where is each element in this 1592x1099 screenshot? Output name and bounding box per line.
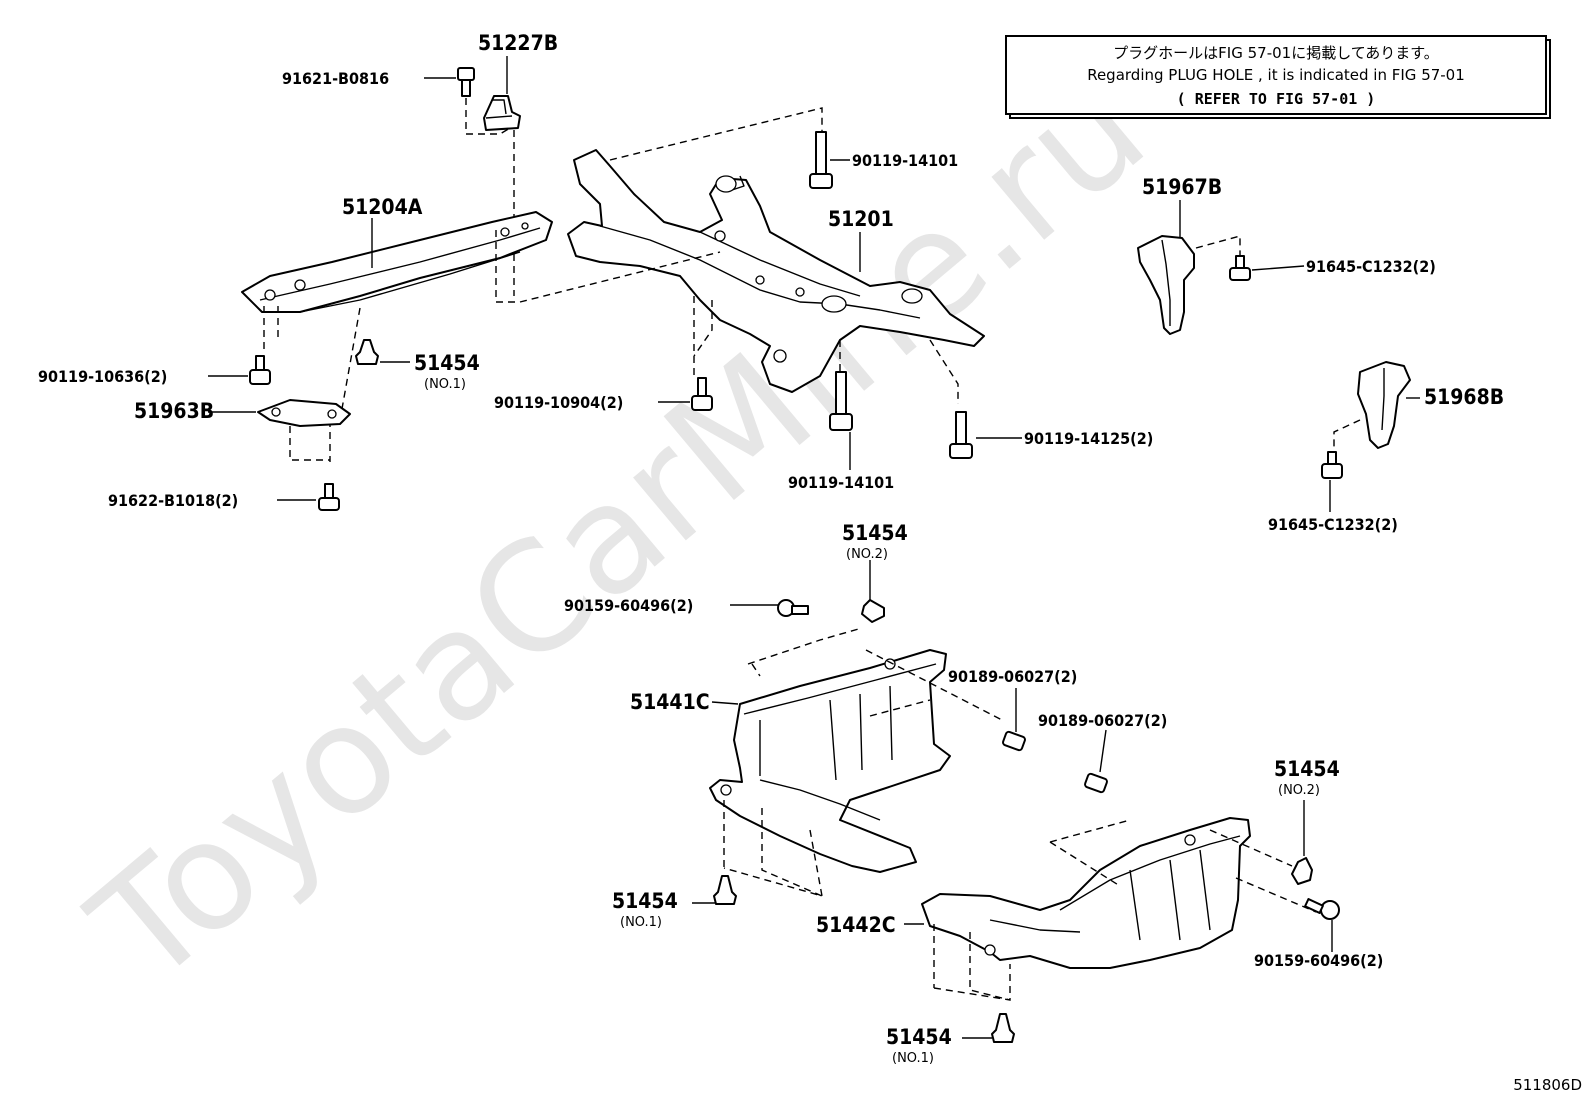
- note-line-2: Regarding PLUG HOLE , it is indicated in…: [1087, 66, 1465, 84]
- label-51454-no2-a: 51454: [842, 521, 908, 545]
- bolt-90159-60496-b: [1304, 897, 1340, 920]
- bolt-90159-60496-a: [777, 599, 809, 617]
- clip-51454-no1-mid: [713, 875, 737, 905]
- part-51441C-cover: [709, 649, 951, 873]
- part-51963B-plate: [257, 399, 351, 427]
- part-51968B-bracket: [1357, 361, 1411, 449]
- bolt-91622-B1018: [318, 483, 340, 511]
- label-90119-10904: 90119-10904(2): [494, 393, 623, 412]
- label-51454-no2-a-sub: (NO.2): [846, 547, 888, 562]
- label-51454-no1-top: 51454: [414, 351, 480, 375]
- label-51201: 51201: [828, 207, 894, 231]
- label-51968B: 51968B: [1424, 385, 1504, 409]
- label-90119-14125: 90119-14125(2): [1024, 429, 1153, 448]
- label-51454-no1-mid-sub: (NO.1): [620, 915, 662, 930]
- label-51967B: 51967B: [1142, 175, 1222, 199]
- label-90189-06027-a: 90189-06027(2): [948, 667, 1077, 686]
- part-51967B-bracket: [1137, 235, 1195, 335]
- label-90119-10636: 90119-10636(2): [38, 367, 167, 386]
- label-51963B: 51963B: [134, 399, 214, 423]
- clip-51454-no2-a: [861, 599, 885, 623]
- label-51454-no1-top-sub: (NO.1): [424, 377, 466, 392]
- label-51454-no1-mid: 51454: [612, 889, 678, 913]
- label-51454-no2-b-sub: (NO.2): [1278, 783, 1320, 798]
- label-51454-no2-b: 51454: [1274, 757, 1340, 781]
- label-51442C: 51442C: [816, 913, 896, 937]
- bolt-91645-C1232-a: [1229, 255, 1251, 281]
- label-90159-60496-b: 90159-60496(2): [1254, 951, 1383, 970]
- clip-51454-no1-top: [355, 339, 379, 365]
- label-91645-C1232-a: 91645-C1232(2): [1306, 257, 1436, 276]
- label-91621-B0816: 91621-B0816: [282, 69, 389, 88]
- bolt-90119-10904: [691, 377, 713, 411]
- figure-id: 511806D: [1513, 1076, 1582, 1094]
- clip-51454-no2-b: [1291, 857, 1313, 885]
- label-51454-no1-bottom-sub: (NO.1): [892, 1051, 934, 1066]
- label-90119-14101-top: 90119-14101: [852, 151, 958, 170]
- note-box: プラグホールはFIG 57-01に掲載してあります。 Regarding PLU…: [1005, 35, 1551, 119]
- label-90189-06027-b: 90189-06027(2): [1038, 711, 1167, 730]
- part-51204A-member: [241, 211, 553, 313]
- label-51441C: 51441C: [630, 690, 710, 714]
- part-51227B-bracket: [483, 95, 521, 131]
- bolt-90119-10636: [249, 355, 271, 385]
- bolt-90119-14101-top: [809, 131, 833, 189]
- bolt-90189-06027-a: [1002, 730, 1026, 752]
- label-90119-14101-bottom: 90119-14101: [788, 473, 894, 492]
- bolt-91621-B0816: [457, 67, 475, 97]
- note-line-3: ( REFER TO FIG 57-01 ): [1177, 90, 1376, 108]
- label-51454-no1-bottom: 51454: [886, 1025, 952, 1049]
- label-91645-C1232-b: 91645-C1232(2): [1268, 515, 1398, 534]
- label-51204A: 51204A: [342, 195, 423, 219]
- part-51201-subframe: [567, 149, 985, 393]
- label-91622-B1018: 91622-B1018(2): [108, 491, 238, 510]
- note-line-1: プラグホールはFIG 57-01に掲載してあります。: [1113, 44, 1439, 62]
- bolt-91645-C1232-b: [1321, 451, 1343, 479]
- label-90159-60496-a: 90159-60496(2): [564, 596, 693, 615]
- bolt-90119-14101-bottom: [829, 371, 853, 431]
- label-51227B: 51227B: [478, 31, 558, 55]
- bolt-90189-06027-b: [1084, 772, 1108, 794]
- part-51442C-cover: [921, 817, 1251, 969]
- bolt-90119-14125: [949, 411, 973, 459]
- clip-51454-no1-bottom: [991, 1013, 1015, 1043]
